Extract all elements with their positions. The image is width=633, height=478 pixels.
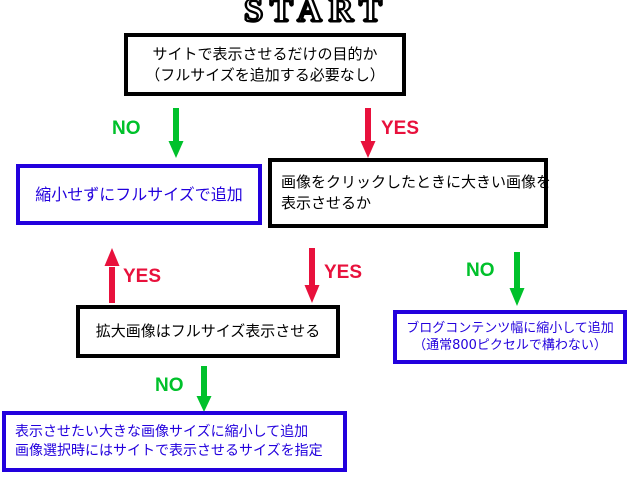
node-shrink-specify-result: 表示させたい大きな画像サイズに縮小して追加画像選択時にはサイトで表示させるサイズ… xyxy=(2,411,347,472)
node-blog-width-text: ブログコンテンツ幅に縮小して追加（通常800ピクセルで構わない） xyxy=(406,321,614,353)
node-blog-width-result: ブログコンテンツ幅に縮小して追加（通常800ピクセルで構わない） xyxy=(393,310,627,364)
node-click-large-question-text: 画像をクリックしたときに大きい画像を表示させるか xyxy=(281,173,552,212)
arrow-down-no-green-3 xyxy=(196,366,212,412)
node-add-fullsize-text: 縮小せずにフルサイズで追加 xyxy=(35,184,243,204)
edge-label-clicklarge-no: NO xyxy=(466,260,495,281)
edge-label-purpose-no: NO xyxy=(112,118,141,139)
edge-label-purpose-yes: YES xyxy=(381,118,420,139)
arrow-down-yes-red-1 xyxy=(360,108,376,158)
edge-label-enlarged-no: NO xyxy=(155,375,184,396)
arrow-down-no-green-2 xyxy=(509,252,525,306)
node-enlarged-fullsize-question: 拡大画像はフルサイズ表示させる xyxy=(76,305,340,358)
node-purpose-question-text: サイトで表示させるだけの目的か（フルサイズを追加する必要なし） xyxy=(145,44,385,84)
arrow-up-yes-red xyxy=(104,248,120,303)
node-click-large-question: 画像をクリックしたときに大きい画像を表示させるか xyxy=(268,158,552,228)
page-title: START xyxy=(243,0,389,29)
arrow-down-no-green-1 xyxy=(168,108,184,158)
node-shrink-specify-text: 表示させたい大きな画像サイズに縮小して追加画像選択時にはサイトで表示させるサイズ… xyxy=(15,423,323,459)
arrow-down-yes-red-2 xyxy=(304,248,320,303)
node-purpose-question: サイトで表示させるだけの目的か（フルサイズを追加する必要なし） xyxy=(124,33,406,96)
node-enlarged-fullsize-text: 拡大画像はフルサイズ表示させる xyxy=(95,322,321,340)
node-add-fullsize-result: 縮小せずにフルサイズで追加 xyxy=(16,164,262,225)
edge-label-clicklarge-yes: YES xyxy=(324,262,363,283)
edge-label-enlarged-yes: YES xyxy=(123,266,162,287)
